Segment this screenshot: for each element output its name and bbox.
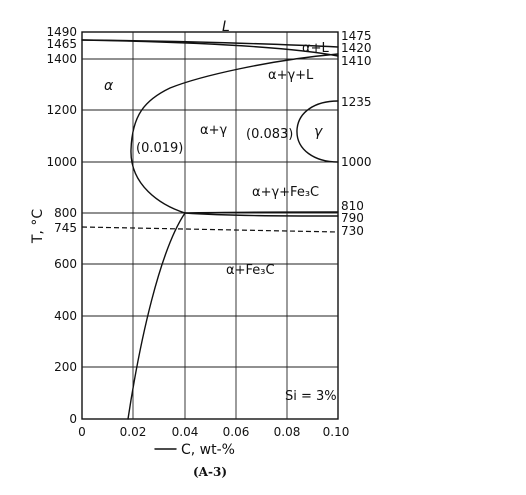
silicon-note: Si = 3% — [285, 389, 337, 404]
y-tick-label: 1200 — [46, 103, 77, 117]
right-label-1410: 1410 — [341, 54, 372, 68]
y-tick-label: 800 — [54, 206, 77, 220]
right-label-790: 790 — [341, 211, 364, 225]
x-tick-label: 0.04 — [172, 425, 199, 439]
x-axis-title: C, wt-% — [181, 442, 235, 458]
region-label-gamma: γ — [314, 124, 323, 140]
right-labels: 1475 1420 1410 1235 1000 810 790 730 — [341, 29, 372, 238]
region-labels: L α α+L α+γ+L α+γ γ α+γ+Fe₃C α+Fe₃C — [104, 19, 329, 278]
eutectoid-lower-line — [184, 212, 339, 217]
x-tick-label: 0.02 — [120, 425, 147, 439]
right-label-1475: 1475 — [341, 29, 372, 43]
gamma-loop-boundary — [130, 53, 339, 214]
x-tick-labels: 0 0.02 0.04 0.06 0.08 0.10 — [78, 425, 349, 439]
region-label-alpha-liquid: α+L — [302, 41, 329, 56]
composition-label-right: (0.083) — [246, 127, 293, 142]
y-tick-label: 200 — [54, 360, 77, 374]
right-label-1000: 1000 — [341, 155, 372, 169]
region-label-alpha-fe3c: α+Fe₃C — [226, 263, 275, 278]
x-tick-label: 0.08 — [274, 425, 301, 439]
eutectoid-upper-line — [184, 211, 339, 214]
y-tick-labels: 0 200 400 600 800 1000 1200 1400 — [46, 52, 77, 426]
region-label-alpha: α — [104, 78, 114, 94]
figure-caption: (A-3) — [193, 465, 227, 479]
region-label-alpha-gamma-fe3c: α+γ+Fe₃C — [252, 185, 319, 200]
right-label-810: 810 — [341, 199, 364, 213]
phase-boundaries — [81, 39, 339, 420]
region-label-alpha-gamma-liquid: α+γ+L — [268, 68, 314, 83]
solidus-line — [81, 39, 339, 57]
carbide-solvus-line — [127, 212, 186, 420]
left-extra-labels: 1490 1465 745 — [46, 25, 77, 235]
horizontal-gridlines — [82, 58, 338, 368]
y-tick-label: 1000 — [46, 155, 77, 169]
right-label-730: 730 — [341, 224, 364, 238]
x-tick-label: 0 — [78, 425, 86, 439]
left-label-1465: 1465 — [46, 37, 77, 51]
x-tick-label: 0.06 — [223, 425, 250, 439]
gamma-phase-boundary — [296, 100, 339, 163]
dashed-line-730-745 — [81, 226, 339, 233]
left-label-1490: 1490 — [46, 25, 77, 39]
region-label-alpha-gamma: α+γ — [200, 123, 227, 138]
vertical-gridlines — [132, 32, 288, 419]
y-tick-label: 1400 — [46, 52, 77, 66]
x-tick-label: 0.10 — [323, 425, 350, 439]
right-label-1235: 1235 — [341, 95, 372, 109]
y-axis-title: T, °C — [30, 209, 46, 244]
plot-frame — [81, 31, 339, 420]
y-tick-label: 0 — [69, 412, 77, 426]
y-tick-label: 600 — [54, 257, 77, 271]
composition-label-left: (0.019) — [136, 141, 183, 156]
right-label-1420: 1420 — [341, 41, 372, 55]
left-label-745: 745 — [54, 221, 77, 235]
y-tick-label: 400 — [54, 309, 77, 323]
region-label-liquid: L — [222, 19, 230, 35]
